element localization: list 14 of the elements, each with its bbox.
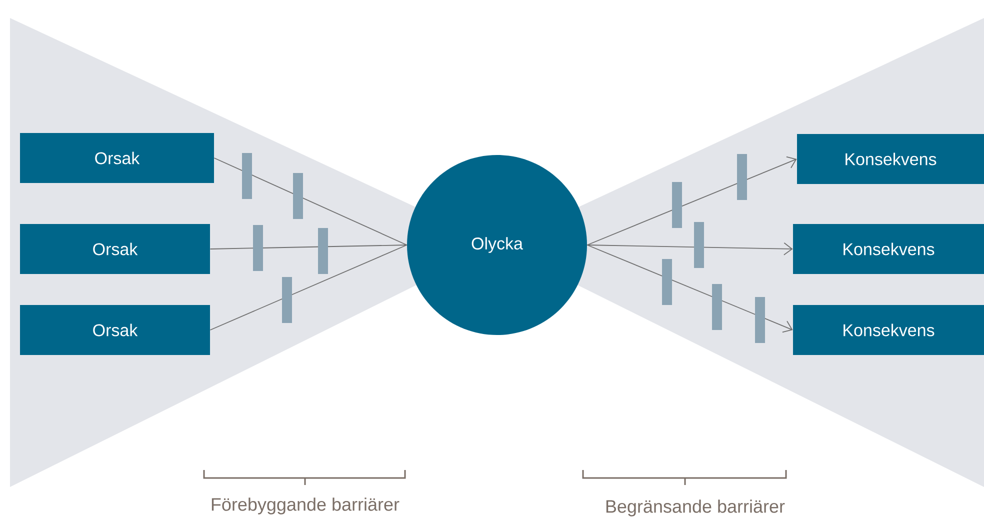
connector-line: [210, 244, 408, 250]
connector-line: [586, 244, 793, 333]
consequence-box: Konsekvens: [793, 305, 984, 355]
cause-box: Orsak: [20, 305, 210, 355]
consequence-box: Konsekvens: [797, 134, 984, 184]
cause-box: Orsak: [20, 224, 210, 274]
consequence-box: Konsekvens: [793, 224, 984, 274]
connector-line: [210, 244, 408, 330]
connector-line: [586, 156, 797, 246]
group-label: Begränsande barriärer: [606, 500, 785, 516]
group-label: Förebyggande barriärer: [212, 498, 400, 514]
connector-line: [586, 242, 793, 256]
connector-line: [214, 158, 408, 246]
cause-box: Orsak: [20, 133, 214, 183]
